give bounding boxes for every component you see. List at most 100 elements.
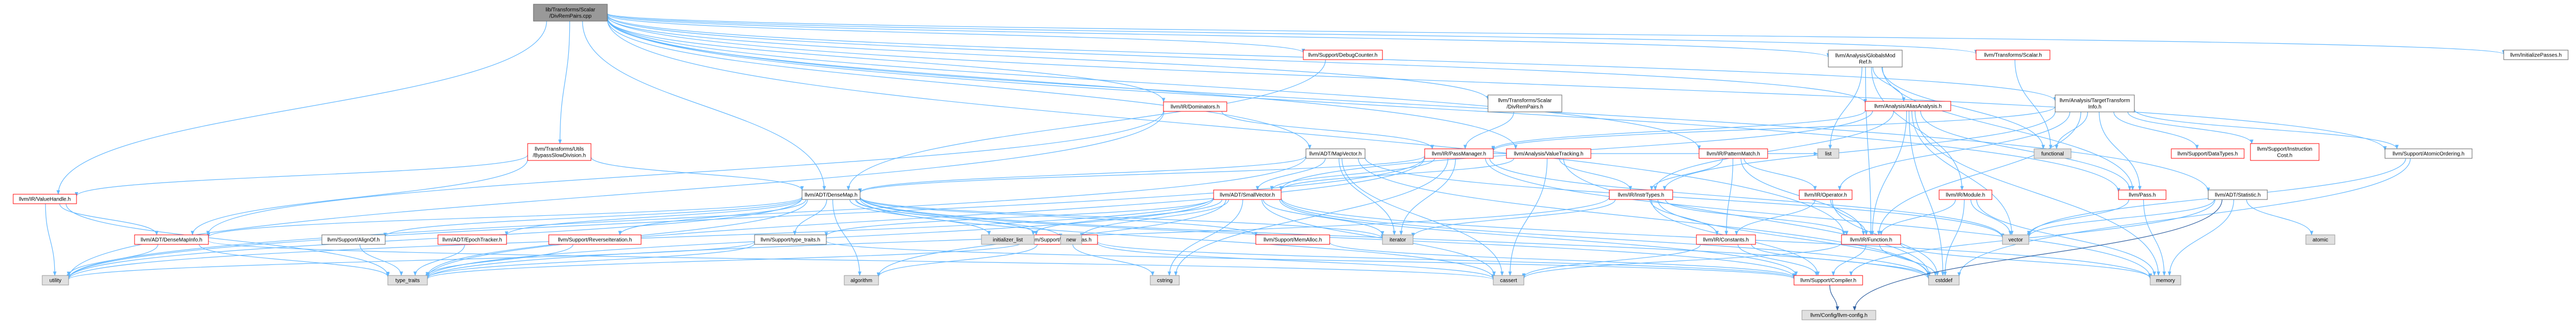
node-mapvector[interactable]: llvm/ADT/MapVector.h bbox=[1305, 148, 1366, 159]
node-densemap[interactable]: llvm/ADT/DenseMap.h bbox=[802, 189, 861, 200]
node-label-divrempass-line0: llvm/Transforms/Scalar bbox=[1498, 98, 1552, 104]
node-box-utility bbox=[42, 275, 69, 286]
node-aliasanalysis[interactable]: llvm/Analysis/AliasAnalysis.h bbox=[1865, 101, 1951, 111]
edge-passmanager-to-densemap bbox=[858, 155, 1425, 194]
node-cstring: cstring bbox=[1150, 275, 1180, 286]
node-atomicorder[interactable]: llvm/Support/AtomicOrdering.h bbox=[2384, 148, 2473, 159]
node-label-initlist-line0: initializer_list bbox=[993, 238, 1023, 243]
node-typetraits[interactable]: llvm/Support/type_traits.h bbox=[754, 234, 827, 245]
edge-root-to-mapvector bbox=[607, 19, 1312, 149]
node-debugcounter[interactable]: llvm/Support/DebugCounter.h bbox=[1303, 50, 1383, 60]
edge-patternmatch-to-insttypes bbox=[1649, 158, 1723, 191]
node-constants[interactable]: llvm/IR/Constants.h bbox=[1696, 234, 1756, 245]
edge-divrempass-to-passmanager bbox=[1463, 111, 1514, 149]
node-vector: vector bbox=[2002, 234, 2029, 245]
node-box-function bbox=[1841, 234, 1901, 245]
edge-globalsmod-to-function bbox=[1865, 66, 1873, 235]
edge-smallvector-to-compiler bbox=[1279, 199, 1798, 276]
node-module[interactable]: llvm/IR/Module.h bbox=[1939, 189, 1992, 200]
edge-root-to-patternmatch bbox=[607, 17, 1701, 150]
edge-aliasanalysis-to-memory bbox=[1914, 110, 2161, 276]
node-label-patternmatch-line0: llvm/IR/PatternMatch.h bbox=[1706, 151, 1760, 157]
node-datatypes[interactable]: llvm/Support/DataTypes.h bbox=[2171, 148, 2245, 159]
node-cstddef: cstddef bbox=[1928, 275, 1960, 286]
edge-smallvector-to-cassert bbox=[1261, 199, 1496, 276]
edge-targettrans-to-passmanager bbox=[1491, 106, 2056, 151]
node-valuetracking[interactable]: llvm/Analysis/ValueTracking.h bbox=[1506, 148, 1591, 159]
node-configh: llvm/Config/llvm-config.h bbox=[1801, 310, 1876, 320]
edge-smallvector-to-iterator bbox=[1263, 199, 1385, 236]
node-label-root-line0: lib/Transforms/Scalar bbox=[546, 7, 596, 13]
edge-root-to-valuetracking bbox=[607, 18, 1518, 149]
node-operator[interactable]: llvm/IR/Operator.h bbox=[1799, 189, 1853, 200]
node-box-divrempass bbox=[1487, 94, 1562, 112]
edge-targettrans-to-instcost bbox=[2127, 111, 2254, 144]
node-box-compiler bbox=[1793, 275, 1863, 286]
node-dominators[interactable]: llvm/IR/Dominators.h bbox=[1163, 101, 1227, 112]
edge-root-to-densemap bbox=[582, 21, 826, 191]
edge-targettrans-to-datatypes bbox=[2113, 111, 2199, 149]
edge-root-to-divrempass bbox=[607, 16, 1490, 101]
node-memory: memory bbox=[2150, 275, 2181, 286]
node-statistic[interactable]: llvm/ADT/Statistic.h bbox=[2208, 189, 2268, 200]
node-label-alignof-line0: llvm/Support/AlignOf.h bbox=[327, 238, 380, 243]
node-box-root bbox=[533, 4, 608, 22]
node-scalar[interactable]: llvm/Transforms/Scalar.h bbox=[1976, 50, 2050, 60]
node-divrempass[interactable]: llvm/Transforms/Scalar/DivRemPairs.h bbox=[1487, 94, 1562, 112]
node-box-globalsmod bbox=[1828, 50, 1903, 68]
edge-globalsmod-to-functional bbox=[1882, 66, 2045, 149]
node-label-atomic-line0: atomic bbox=[2313, 238, 2328, 243]
node-compiler[interactable]: llvm/Support/Compiler.h bbox=[1793, 275, 1863, 286]
node-reverseiter[interactable]: llvm/Support/ReverseIteration.h bbox=[548, 234, 642, 245]
edge-smallvector-to-typetraits bbox=[824, 198, 1214, 237]
node-box-constants bbox=[1696, 234, 1756, 245]
node-layer: lib/Transforms/Scalar/DivRemPairs.cppllv… bbox=[13, 4, 2569, 320]
edge-constants-to-cstddef bbox=[1751, 244, 1931, 278]
node-densemapinfo[interactable]: llvm/ADT/DenseMapInfo.h bbox=[134, 234, 209, 245]
node-passmanager[interactable]: llvm/IR/PassManager.h bbox=[1424, 148, 1494, 159]
node-label-passmanager-line0: llvm/IR/PassManager.h bbox=[1432, 151, 1486, 157]
node-alignof[interactable]: llvm/Support/AlignOf.h bbox=[321, 234, 386, 245]
node-label-datatypes-line0: llvm/Support/DataTypes.h bbox=[2178, 151, 2238, 157]
edge-globalsmod-to-aliasanalysis bbox=[1872, 66, 1906, 102]
edge-bypassslow-to-densemap bbox=[590, 157, 804, 191]
node-pass[interactable]: llvm/Pass.h bbox=[2118, 189, 2167, 200]
edge-root-to-function bbox=[607, 19, 1846, 235]
node-bypassslow[interactable]: llvm/Transforms/Utils/BypassSlowDivision… bbox=[527, 143, 591, 161]
node-epochtracker[interactable]: llvm/ADT/EpochTracker.h bbox=[437, 234, 507, 245]
edge-typetraits-to-compiler bbox=[826, 241, 1796, 280]
node-label-algorithm-line0: algorithm bbox=[851, 278, 872, 284]
node-box-debugcounter bbox=[1303, 50, 1383, 60]
edge-root-to-statistic bbox=[607, 16, 2210, 192]
edge-operator-to-constants bbox=[1734, 199, 1816, 235]
edge-densemap-to-reverseiter bbox=[618, 199, 807, 235]
node-box-statistic bbox=[2208, 189, 2268, 200]
node-box-valuehandle bbox=[13, 194, 77, 204]
node-initlist: initializer_list bbox=[981, 234, 1035, 245]
edge-globalsmod-to-pass bbox=[1882, 66, 2135, 191]
node-box-iterator bbox=[1382, 234, 1414, 245]
edge-globalsmod-to-module bbox=[1871, 66, 1964, 191]
node-label-cstddef-line0: cstddef bbox=[1935, 278, 1952, 284]
node-initpasses[interactable]: llvm/InitializePasses.h bbox=[2503, 50, 2569, 60]
node-box-operator bbox=[1799, 189, 1853, 200]
node-label-functional-line0: functional bbox=[2041, 151, 2064, 157]
edge-valuehandle-to-type_traits bbox=[65, 203, 390, 277]
edge-densemap-to-epochtracker bbox=[504, 198, 803, 236]
node-box-atomic bbox=[2305, 234, 2335, 245]
node-label-mapvector-line0: llvm/ADT/MapVector.h bbox=[1310, 151, 1362, 157]
node-patternmatch[interactable]: llvm/IR/PatternMatch.h bbox=[1699, 148, 1768, 159]
node-smallvector[interactable]: llvm/ADT/SmallVector.h bbox=[1213, 189, 1282, 200]
edge-densemap-to-algorithm bbox=[832, 199, 862, 276]
node-box-configh bbox=[1801, 310, 1876, 320]
node-insttypes[interactable]: llvm/IR/InstrTypes.h bbox=[1609, 189, 1673, 200]
node-box-reverseiter bbox=[548, 234, 642, 245]
edge-targettrans-to-function bbox=[1877, 111, 2082, 235]
node-function[interactable]: llvm/IR/Function.h bbox=[1841, 234, 1901, 245]
node-memalloc[interactable]: llvm/Support/MemAlloc.h bbox=[1255, 234, 1330, 245]
edge-bypassslow-to-densemapinfo bbox=[190, 159, 528, 235]
node-valuehandle[interactable]: llvm/IR/ValueHandle.h bbox=[13, 194, 77, 204]
